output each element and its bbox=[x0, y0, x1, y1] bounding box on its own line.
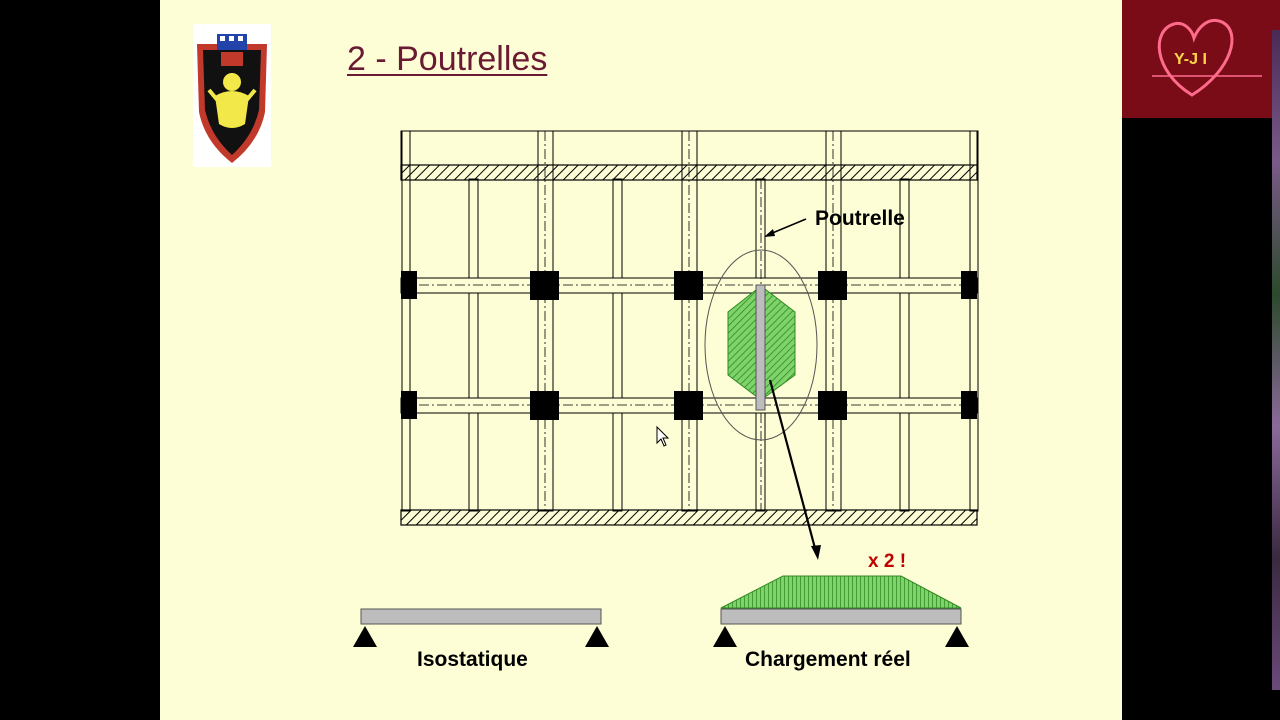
isostatique-label: Isostatique bbox=[417, 648, 528, 671]
main-beam-col-3 bbox=[681, 130, 698, 512]
support-triangle-icon bbox=[353, 626, 377, 647]
column bbox=[818, 391, 847, 420]
heart-logo-icon: Y-J I bbox=[1152, 19, 1262, 97]
column bbox=[674, 391, 703, 420]
support-triangle-icon bbox=[713, 626, 737, 647]
poutrelle-leader-line bbox=[769, 218, 807, 235]
main-beam-col-2 bbox=[537, 130, 554, 512]
trapezoidal-load-hatch bbox=[721, 576, 961, 608]
column bbox=[961, 271, 977, 299]
column bbox=[401, 271, 417, 299]
vertical-members bbox=[401, 130, 979, 512]
channel-logo-overlay: Y-J I bbox=[1122, 0, 1280, 118]
slide-title: 2 - Poutrelles bbox=[347, 40, 548, 78]
isostatic-beam bbox=[360, 608, 602, 625]
crest-shield-icon bbox=[197, 34, 267, 163]
highlight-ellipse bbox=[704, 249, 818, 441]
detail-arrow-head bbox=[811, 545, 821, 560]
load-multiplier-label: x 2 ! bbox=[868, 551, 907, 572]
poutrelle-label: Poutrelle bbox=[815, 207, 905, 230]
side-thumbnail-strip bbox=[1272, 30, 1280, 690]
column bbox=[401, 391, 417, 419]
column bbox=[530, 271, 559, 300]
column bbox=[530, 391, 559, 420]
joist-2 bbox=[612, 178, 623, 512]
column bbox=[961, 391, 977, 419]
slide-background bbox=[160, 0, 1122, 720]
poutrelle-leader-arrowhead bbox=[764, 229, 775, 237]
chargement-reel-label: Chargement réel bbox=[745, 648, 911, 671]
support-triangle-icon bbox=[585, 626, 609, 647]
overlay-logo-text: Y-J I bbox=[1174, 51, 1207, 68]
highlighted-poutrelle bbox=[755, 284, 766, 411]
crest-logo bbox=[193, 24, 271, 167]
column bbox=[818, 271, 847, 300]
detail-arrow-line bbox=[768, 379, 818, 553]
mouse-cursor-icon bbox=[656, 425, 670, 447]
bottom-wall-hatched bbox=[400, 509, 978, 526]
edge-beam-right bbox=[969, 130, 979, 512]
loaded-beam bbox=[720, 608, 962, 625]
joist-1 bbox=[468, 178, 479, 512]
support-triangle-icon bbox=[945, 626, 969, 647]
column bbox=[674, 271, 703, 300]
main-beam-col-4 bbox=[825, 130, 842, 512]
edge-beam-left bbox=[401, 130, 411, 512]
columns bbox=[401, 271, 977, 420]
